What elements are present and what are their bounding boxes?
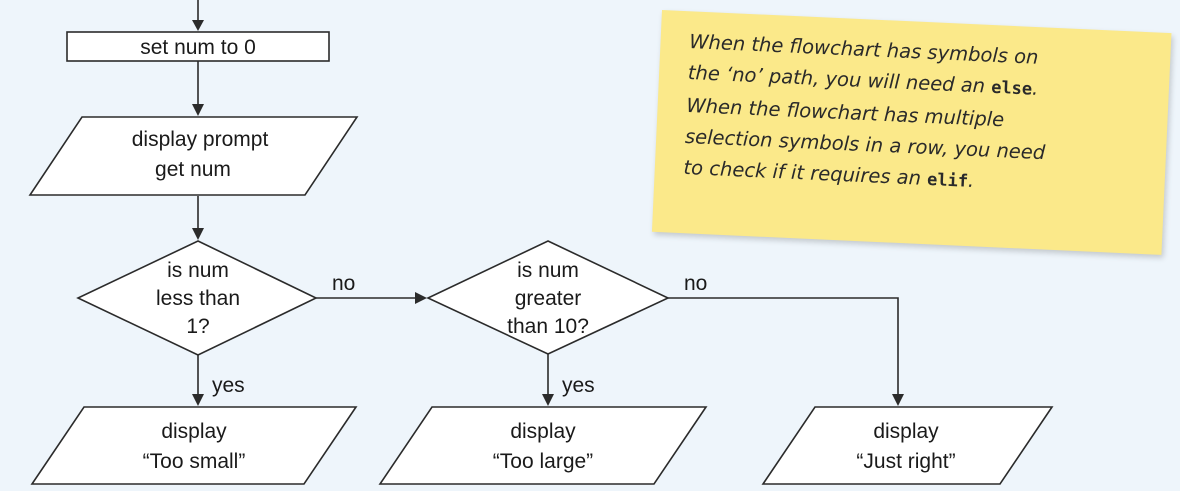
note-line-5-text: to check if it requires an — [683, 155, 928, 190]
no-label-1: no — [332, 272, 355, 295]
output-just-right — [761, 406, 1054, 485]
out1-line2: “Too small” — [143, 450, 246, 473]
arrow-decision2-no — [668, 297, 899, 394]
input-parallelogram — [28, 116, 359, 196]
arrowhead — [192, 228, 204, 240]
no-label-2: no — [684, 272, 707, 295]
arrowhead — [415, 292, 427, 304]
decision2-line1: is num — [517, 259, 579, 282]
out3-line1: display — [873, 420, 939, 443]
yes-label-1: yes — [212, 374, 245, 397]
decision1-line2: less than — [156, 287, 240, 310]
process-set-num — [66, 31, 330, 62]
out3-line2: “Just right” — [856, 450, 955, 473]
process-label: set num to 0 — [140, 36, 256, 59]
code-elif: elif — [926, 169, 969, 192]
arrowhead — [892, 394, 904, 406]
note-line-2-end: . — [1031, 76, 1039, 100]
decision2-line2: greater — [515, 287, 582, 310]
arrowhead — [192, 104, 204, 116]
decision-less-than-1 — [76, 240, 318, 356]
decision-greater-than-10 — [426, 240, 670, 355]
sticky-note-text: When the flowchart has symbols on the ‘n… — [683, 26, 1180, 207]
arrowhead — [192, 394, 204, 406]
out2-line2: “Too large” — [493, 450, 593, 473]
arrowhead — [192, 20, 204, 31]
yes-label-2: yes — [562, 374, 595, 397]
output-too-large — [378, 406, 708, 485]
arrowhead — [542, 394, 554, 406]
connectors — [192, 0, 904, 406]
out1-line1: display — [161, 420, 227, 443]
out2-line1: display — [510, 420, 576, 443]
decision2-line3: than 10? — [507, 315, 589, 338]
input-label-line2: get num — [155, 158, 231, 181]
output-too-small — [30, 406, 358, 485]
decision1-line3: 1? — [186, 315, 209, 338]
input-label-line1: display prompt — [132, 128, 269, 151]
note-line-5-end: . — [967, 168, 975, 193]
code-else: else — [990, 77, 1033, 100]
decision1-line1: is num — [167, 259, 229, 282]
